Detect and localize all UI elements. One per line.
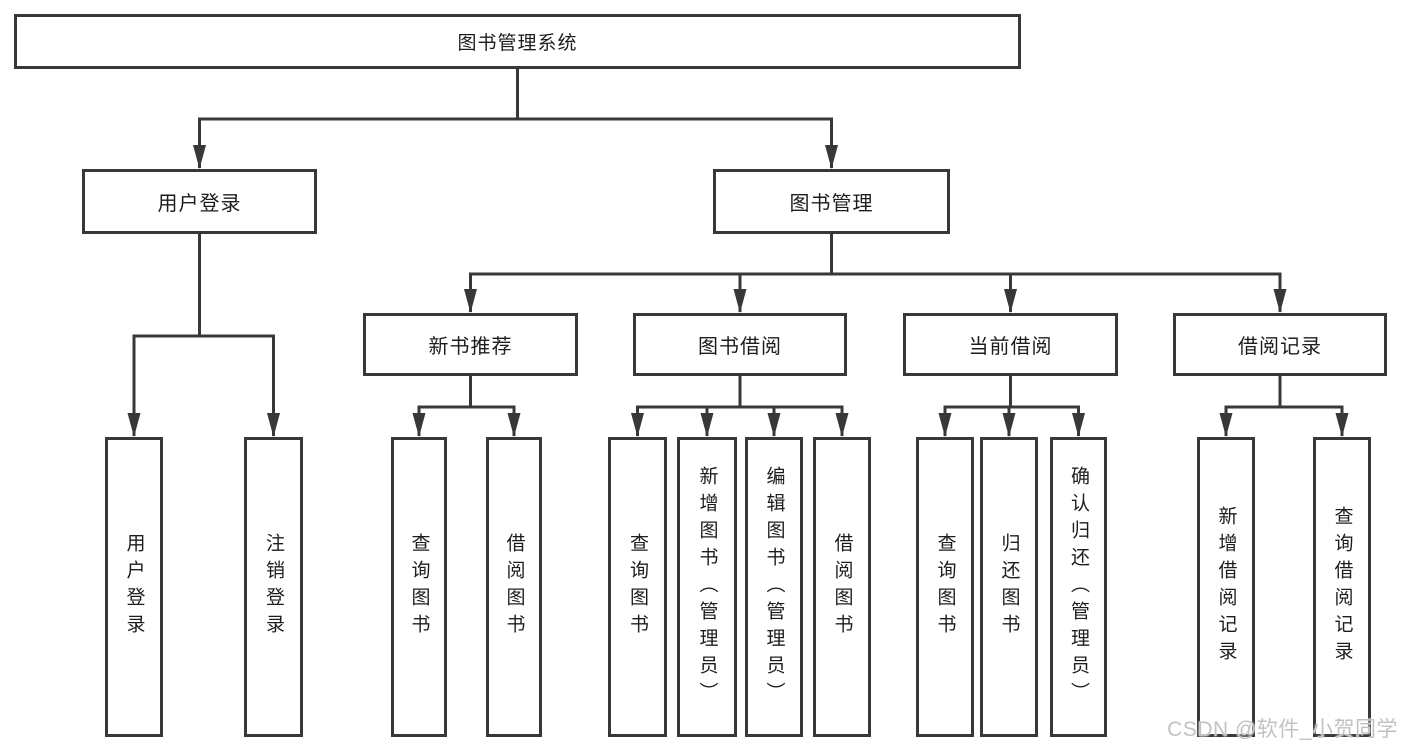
node-label-leaf-br-add: 新增借阅记录 <box>1215 506 1237 668</box>
node-label-leaf-bb-edit: 编辑图书（管理员） <box>763 465 785 709</box>
node-label-leaf-nb-borrow: 借阅图书 <box>503 533 525 641</box>
node-system: 图书管理系统 <box>14 14 1021 69</box>
node-label-new-book-recommend: 新书推荐 <box>428 336 513 358</box>
node-leaf-bb-edit: 编辑图书（管理员） <box>745 437 803 737</box>
node-leaf-cb-query: 查询图书 <box>916 437 974 737</box>
node-leaf-cb-return: 归还图书 <box>980 437 1038 737</box>
node-label-leaf-bb-add: 新增图书（管理员） <box>696 465 718 709</box>
node-label-leaf-bb-borrow: 借阅图书 <box>831 533 853 641</box>
node-label-borrow-records: 借阅记录 <box>1238 336 1322 358</box>
node-label-system: 图书管理系统 <box>457 33 578 54</box>
node-new-book-recommend: 新书推荐 <box>363 313 578 376</box>
node-leaf-logout: 注销登录 <box>244 437 303 737</box>
node-label-book-borrow: 图书借阅 <box>698 336 782 358</box>
node-label-leaf-cb-query: 查询图书 <box>934 533 956 641</box>
node-leaf-bb-add: 新增图书（管理员） <box>677 437 737 737</box>
node-label-leaf-br-query: 查询借阅记录 <box>1331 506 1353 668</box>
node-borrow-records: 借阅记录 <box>1173 313 1387 376</box>
node-label-leaf-nb-query: 查询图书 <box>408 533 430 641</box>
node-leaf-bb-borrow: 借阅图书 <box>813 437 871 737</box>
node-leaf-nb-borrow: 借阅图书 <box>486 437 542 737</box>
node-leaf-br-query: 查询借阅记录 <box>1313 437 1371 737</box>
watermark-text: CSDN @软件_小贺同学 <box>1167 718 1398 741</box>
node-label-leaf-bb-query: 查询图书 <box>627 533 648 641</box>
node-label-leaf-cb-confirm: 确认归还（管理员） <box>1068 465 1089 709</box>
node-label-current-borrow: 当前借阅 <box>968 336 1053 358</box>
node-book-borrow: 图书借阅 <box>633 313 847 376</box>
node-leaf-nb-query: 查询图书 <box>391 437 447 737</box>
node-leaf-br-add: 新增借阅记录 <box>1197 437 1255 737</box>
node-label-leaf-cb-return: 归还图书 <box>998 533 1020 641</box>
node-label-user-login: 用户登录 <box>157 193 242 215</box>
node-current-borrow: 当前借阅 <box>903 313 1118 376</box>
node-leaf-cb-confirm: 确认归还（管理员） <box>1050 437 1107 737</box>
node-label-leaf-user-login: 用户登录 <box>123 533 145 641</box>
node-leaf-user-login: 用户登录 <box>105 437 163 737</box>
node-label-leaf-logout: 注销登录 <box>263 533 284 641</box>
node-label-book-management: 图书管理 <box>789 193 874 215</box>
node-user-login: 用户登录 <box>82 169 317 234</box>
node-book-management: 图书管理 <box>713 169 950 234</box>
node-leaf-bb-query: 查询图书 <box>608 437 667 737</box>
